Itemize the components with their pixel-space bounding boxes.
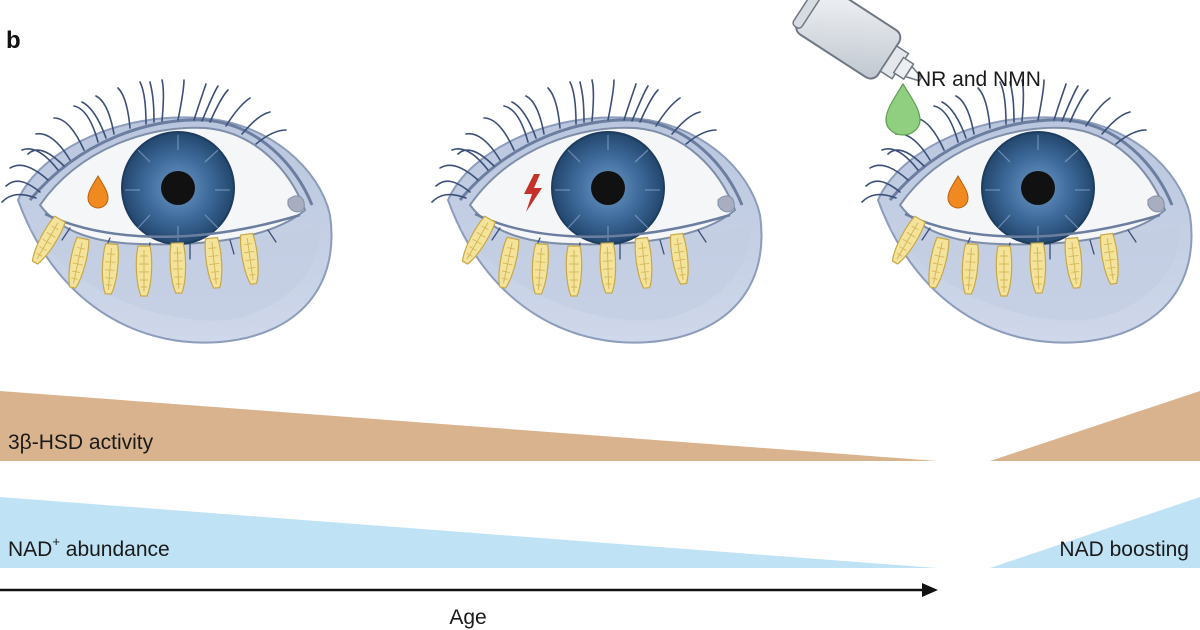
eye-aged (432, 80, 762, 343)
hsd-activity-label: 3β-HSD activity (8, 431, 154, 454)
nad-boosting-label: NAD boosting (1059, 538, 1189, 561)
nad-boost-wedge (990, 497, 1200, 568)
nad-abundance-label: NAD+ abundance (8, 534, 170, 561)
lightning-icon (524, 174, 542, 212)
eye-healthy (2, 80, 332, 343)
eye-treated (862, 80, 1192, 343)
nad-abundance-wedge (0, 497, 937, 568)
age-axis-label: Age (449, 606, 486, 629)
panel-letter: b (6, 27, 21, 54)
eye-dropper-bottle (792, 0, 923, 82)
drop-icon (87, 175, 109, 209)
hsd-activity-wedge (0, 391, 937, 461)
hsd-boost-wedge (990, 391, 1200, 461)
nr-nmn-drop-icon (885, 82, 921, 136)
age-axis-arrowhead (922, 583, 938, 597)
nr-nmn-label: NR and NMN (916, 68, 1041, 91)
drop-icon (947, 175, 969, 209)
